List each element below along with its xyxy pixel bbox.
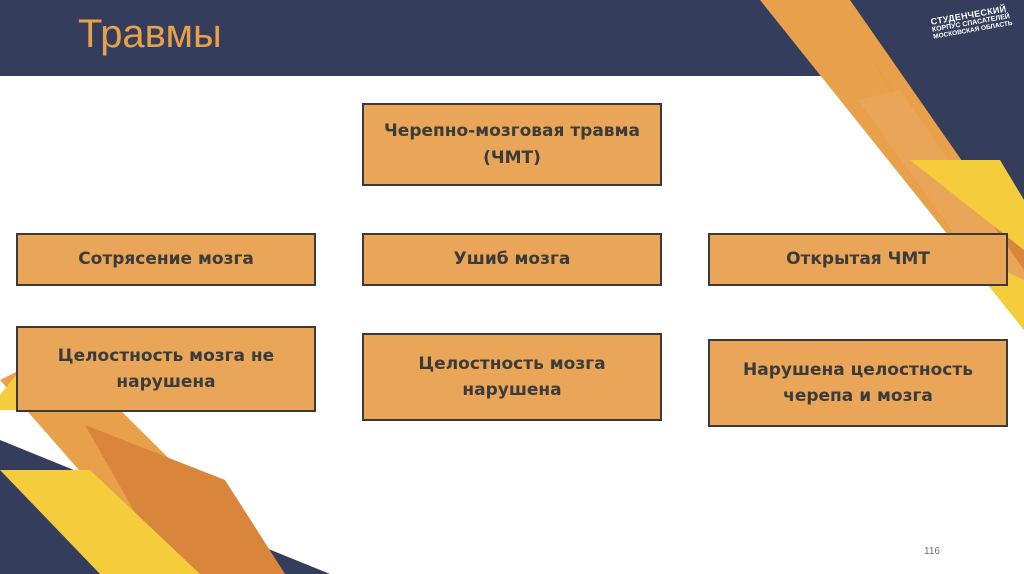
slide-title: Травмы bbox=[78, 12, 222, 56]
left-stripe-yellow-small bbox=[0, 370, 20, 410]
right-stripe-yellow bbox=[910, 160, 1024, 250]
root-box: Черепно-мозговая травма (ЧМТ) bbox=[362, 103, 662, 186]
page-number: 116 bbox=[924, 546, 940, 557]
type-box-concussion: Сотрясение мозга bbox=[16, 233, 316, 286]
description-box-contusion: Целостность мозга нарушена bbox=[362, 333, 662, 421]
left-stripe-yellow bbox=[0, 470, 200, 574]
left-stripe-dark bbox=[85, 425, 285, 574]
type-box-contusion: Ушиб мозга bbox=[362, 233, 662, 286]
description-box-concussion: Целостность мозга не нарушена bbox=[16, 326, 316, 412]
type-box-open-tbi: Открытая ЧМТ bbox=[708, 233, 1008, 286]
description-box-open-tbi: Нарушена целостность черепа и мозга bbox=[708, 339, 1008, 427]
